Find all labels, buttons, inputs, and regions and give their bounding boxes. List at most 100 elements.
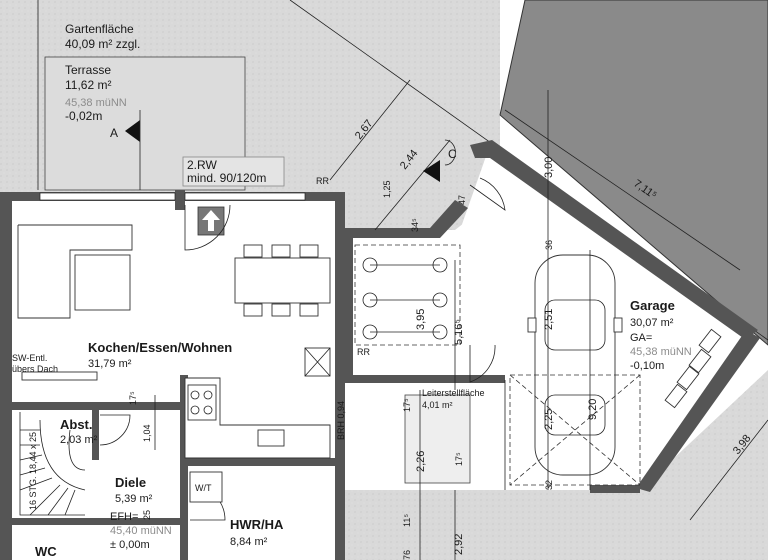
wt-label: W/T [195, 483, 212, 493]
wall-interior-bottom [12, 518, 182, 525]
garage-ga: GA= [630, 332, 652, 344]
chair-6 [299, 303, 319, 317]
wt-box [189, 471, 223, 503]
garage-level-value: -0,10m [630, 360, 664, 372]
garage-wall-angled [470, 140, 758, 340]
sideboard [21, 371, 98, 381]
dim-920: 9,20 [587, 399, 599, 420]
dim-36: 36 [544, 240, 554, 250]
dim-76: 76 [402, 550, 412, 560]
wall-interior-vertical [180, 375, 188, 560]
chair-2 [271, 244, 291, 258]
terrace-area: 11,62 m² [65, 78, 111, 92]
utility-area: 8,84 m² [230, 536, 268, 548]
chair-4 [243, 303, 263, 317]
dim-345: 34⁵ [410, 218, 420, 232]
dim-line-267 [329, 79, 411, 181]
chair-3 [299, 244, 319, 258]
dim-251: 2,51 [543, 309, 555, 330]
garage-wall-right [636, 330, 760, 492]
dim-516: 5,16⁵ [453, 319, 465, 345]
fridge-cross-2 [304, 347, 331, 377]
bicycle-2 [362, 292, 448, 308]
wall-interior-utility [182, 458, 337, 466]
window-top-left [39, 192, 176, 201]
escape-route-line2: mind. 90/120m [187, 171, 266, 185]
garden-area: 40,09 m² zzgl. [65, 37, 140, 51]
garage-entry-door-swing [469, 177, 506, 211]
hall-efh: EFH= [110, 511, 138, 523]
dim-47: 47 [457, 195, 467, 205]
wall-right-living [335, 192, 345, 560]
dim-line-398 [689, 419, 768, 521]
wc-title: WC [35, 544, 57, 559]
garage-wall-bottom-right [590, 485, 640, 493]
terrace-door-swing [184, 204, 231, 251]
neighbour-building [499, 0, 768, 346]
garage-cross-1 [509, 374, 641, 486]
section-c-arrow-icon [423, 160, 440, 182]
sofa-cushion [74, 254, 131, 311]
hob-ring-3 [190, 405, 200, 415]
section-a-label: A [110, 126, 118, 140]
dim-395: 3,95 [415, 309, 427, 330]
storage-title: Abst. [60, 417, 93, 432]
dim-32: 32 [544, 480, 554, 490]
chair-5 [271, 303, 291, 317]
escape-route-box [182, 156, 285, 187]
garage-cross-2 [509, 374, 641, 486]
terrace-title: Terrasse [65, 63, 111, 77]
dim-25: 25 [142, 510, 152, 520]
terrace-level-label: 45,38 müNN [65, 97, 127, 109]
stairs-label: 16 STG. 18,44 x 25 [28, 432, 38, 510]
right-ground [640, 370, 768, 560]
hob-ring-4 [203, 405, 213, 415]
section-a-arrow-icon [125, 120, 140, 142]
staircase [19, 412, 86, 516]
car [527, 254, 623, 476]
hob [187, 384, 217, 421]
hall-title: Diele [115, 475, 146, 490]
dim-line-244 [374, 139, 451, 231]
storage-door-swing [99, 414, 131, 446]
rr-mid: RR [357, 347, 370, 357]
wall-left [0, 192, 12, 560]
dim-175-ladder: 17⁵ [402, 398, 412, 412]
hob-ring-1 [190, 390, 200, 400]
section-c-label: C [448, 147, 457, 161]
brh-label: BRH 0,94 [336, 401, 346, 440]
terrace-outline [44, 56, 246, 191]
ladder-title: Leiterstellfläche [422, 388, 485, 398]
entry-arrow-icon [202, 210, 220, 231]
sofa [17, 224, 133, 319]
ladder-area: 4,01 m² [422, 400, 453, 410]
utility-title: HWR/HA [230, 517, 284, 532]
bicycle-area [354, 244, 461, 346]
bicycle-1 [362, 257, 448, 273]
bicycle-3 [362, 324, 448, 340]
hob-ring-2 [203, 390, 213, 400]
escape-route-line1: 2.RW [187, 158, 217, 172]
dim-300: 3,00 [543, 157, 555, 178]
dim-226: 2,26 [415, 451, 427, 472]
wall-interior-stairs [12, 402, 182, 410]
sink [257, 429, 285, 447]
section-c-arc [444, 139, 456, 166]
wall-living-mid [175, 190, 185, 210]
garage-wall-bottom [345, 375, 505, 383]
storage-area: 2,03 m² [60, 434, 98, 446]
dim-line-711 [504, 109, 741, 271]
dim-292: 2,92 [453, 534, 465, 555]
dim-115: 11⁵ [402, 514, 412, 527]
kitchen-area: 31,79 m² [88, 358, 132, 370]
sw-note-line1: SW-Entl. [12, 353, 47, 363]
dim-175-mid: 17⁵ [454, 452, 464, 466]
kitchen-counter [184, 377, 331, 459]
dining-table [234, 257, 331, 304]
hall-level-value: ± 0,00m [110, 539, 150, 551]
garage-shelves [664, 328, 722, 409]
dim-104: 1,04 [142, 424, 152, 442]
garage-wall-left [345, 230, 353, 378]
terrace-level-value: -0,02m [65, 109, 102, 123]
